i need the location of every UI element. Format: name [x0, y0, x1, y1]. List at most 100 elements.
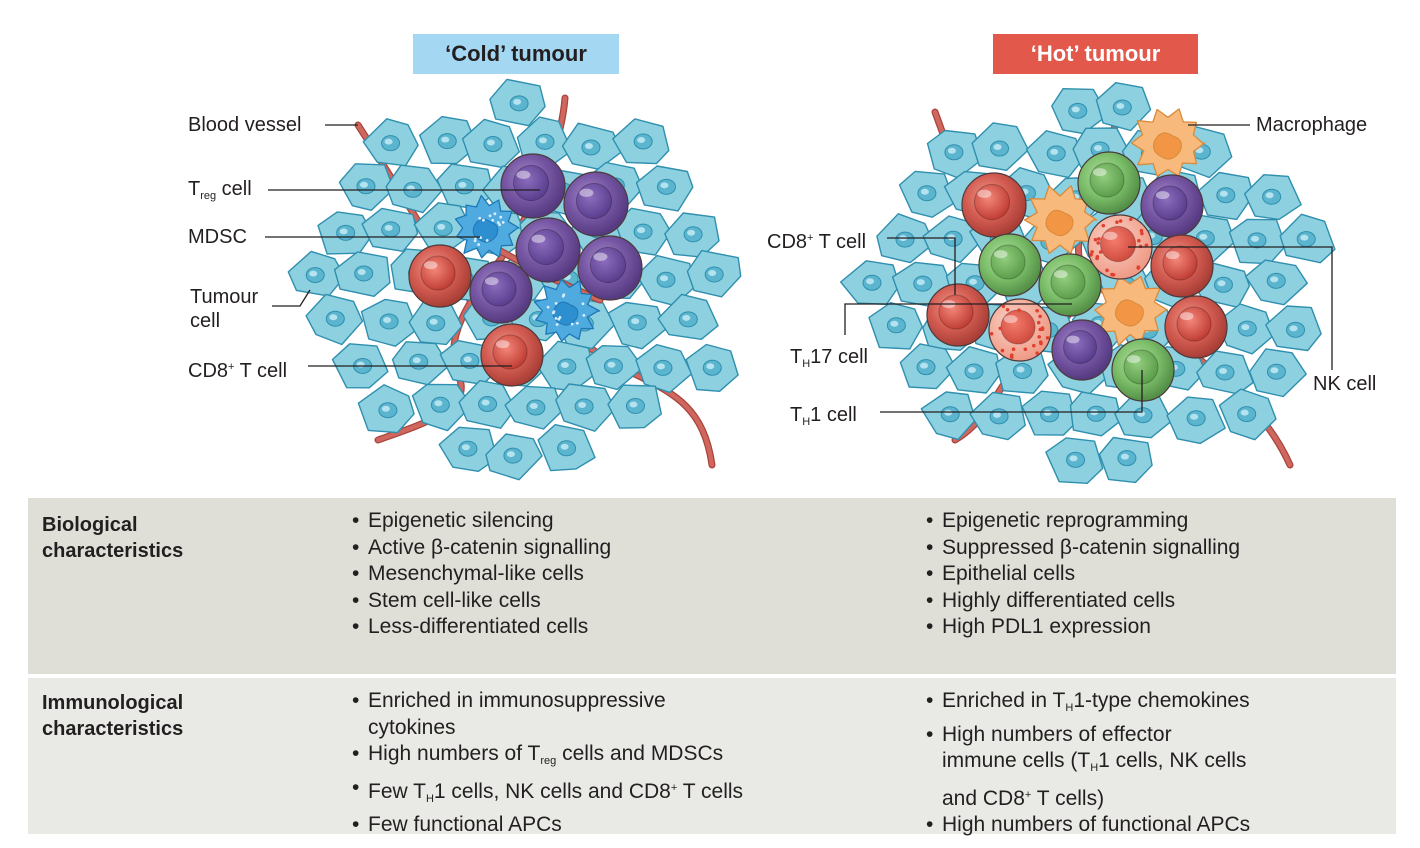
- tumour-cell: [1196, 350, 1254, 395]
- tumour-cell: [317, 211, 374, 255]
- tumour-cell: [391, 341, 450, 386]
- tumour-cell: [1045, 437, 1104, 484]
- tumour-cell: [1265, 305, 1322, 352]
- tumour-cell: [361, 207, 419, 253]
- label-treg-cell: Treg cell: [188, 178, 252, 202]
- tumour-cell: [1228, 218, 1287, 265]
- nk-cell: [988, 298, 1052, 362]
- macrophage: [1094, 275, 1169, 346]
- treg-cell: [1051, 319, 1113, 381]
- list-item: Epigenetic silencing: [350, 508, 611, 535]
- nk-cell: [1087, 214, 1153, 280]
- tumour-cell: [945, 346, 1002, 394]
- list-item: High numbers of Treg cells and MDSCs: [350, 741, 743, 775]
- th1-cell: [1077, 151, 1141, 215]
- tumour-cell: [585, 345, 644, 391]
- tumour-cell: [969, 391, 1026, 441]
- list-item: Active β-catenin signalling: [350, 535, 611, 562]
- label-hot-cd8-t-cell: CD8+ T cell: [767, 231, 867, 253]
- immunological-row-header: Immunological characteristics: [42, 692, 184, 740]
- cd8-t-cell: [1150, 234, 1214, 298]
- tumour-cell: [362, 118, 419, 167]
- tumour-cell: [504, 385, 564, 430]
- tumour-cell: [555, 383, 616, 432]
- treg-cell: [500, 153, 566, 219]
- tumour-cell: [635, 165, 694, 212]
- tumour-cell: [1025, 130, 1085, 179]
- tumour-cell: [635, 344, 693, 394]
- tumour-cell: [461, 118, 520, 169]
- tumour-cell: [438, 426, 498, 472]
- tumour-cell: [489, 78, 546, 127]
- list-item: Enriched in TH1-type chemokines: [924, 688, 1250, 722]
- tumour-cell: [1248, 348, 1307, 398]
- list-item: Few TH1 cells, NK cells and CD8+ T cells: [350, 775, 743, 813]
- th1-cell: [978, 233, 1042, 297]
- cd8-t-cell: [926, 283, 990, 347]
- tumour-cell: [899, 343, 957, 390]
- label-mdsc: MDSC: [188, 226, 247, 248]
- list-item: Mesenchymal-like cells: [350, 561, 611, 588]
- tumour-cell: [664, 212, 720, 258]
- tumour-cell: [385, 164, 444, 214]
- tumour-cell: [868, 302, 923, 350]
- hot-immune-cells: [926, 108, 1228, 402]
- cd8-t-cell: [1164, 295, 1228, 359]
- tumour-cell: [1098, 436, 1153, 484]
- list-item: High PDL1 expression: [924, 614, 1240, 641]
- tumour-cell: [636, 254, 695, 307]
- tumour-cell: [898, 170, 956, 218]
- hot-immunological-list: Enriched in TH1-type chemokines High num…: [924, 688, 1250, 839]
- th1-cell: [1111, 338, 1175, 402]
- macrophage: [1130, 108, 1206, 177]
- tumour-cell: [419, 115, 478, 165]
- label-macrophage: Macrophage: [1256, 114, 1368, 136]
- label-th1-cell: TH1 cell: [790, 404, 857, 428]
- tumour-cell: [1279, 213, 1336, 264]
- tumour-cell: [607, 301, 667, 350]
- tumour-cell: [922, 215, 980, 263]
- tumour-cell: [1051, 87, 1109, 135]
- list-item: Few functional APCs: [350, 812, 743, 839]
- tumour-cell: [357, 384, 415, 434]
- tumour-cell: [537, 424, 596, 472]
- list-item: Stem cell-like cells: [350, 588, 611, 615]
- cd8-t-cell: [408, 244, 472, 308]
- tumour-cell: [607, 384, 662, 429]
- immunological-characteristics-row: Immunological characteristics Enriched i…: [28, 678, 1396, 838]
- treg-cell: [563, 171, 629, 237]
- tumour-cell: [287, 250, 346, 297]
- treg-cell: [1140, 174, 1204, 238]
- tumour-cell: [1095, 81, 1152, 132]
- tumour-cell: [485, 433, 543, 481]
- tumour-cell: [1166, 396, 1226, 445]
- hot-tumour-header: ‘Hot’ tumour: [993, 34, 1198, 74]
- tumour-cell: [305, 293, 364, 346]
- list-item: Suppressed β-catenin signalling: [924, 535, 1240, 562]
- tumour-cell: [612, 118, 670, 165]
- tumour-cell: [411, 383, 473, 432]
- hot-biological-list: Epigenetic reprogramming Suppressed β-ca…: [924, 508, 1240, 641]
- tumour-cell: [1243, 173, 1302, 221]
- cold-biological-list: Epigenetic silencing Active β-catenin si…: [350, 508, 611, 641]
- list-item: Epithelial cells: [924, 561, 1240, 588]
- tumour-cell: [685, 343, 739, 392]
- macrophage: [1023, 185, 1098, 255]
- list-item: High numbers of functional APCs: [924, 812, 1250, 839]
- tumour-cell: [338, 163, 395, 212]
- label-cold-cd8-t-cell: CD8+ T cell: [188, 360, 288, 382]
- tumour-cell: [971, 122, 1030, 172]
- tumour-cell: [686, 249, 742, 298]
- biological-characteristics-row: Biological characteristics Epigenetic si…: [28, 498, 1396, 674]
- tumour-cell: [561, 122, 623, 170]
- tumour-cell: [516, 116, 573, 166]
- cd8-t-cell: [961, 172, 1027, 238]
- tumour-cell: [1069, 391, 1123, 437]
- tumour-cell: [1021, 390, 1078, 436]
- label-th17-cell: TH17 cell: [790, 346, 868, 370]
- biological-row-header: Biological characteristics: [42, 514, 184, 562]
- treg-cell: [577, 235, 643, 301]
